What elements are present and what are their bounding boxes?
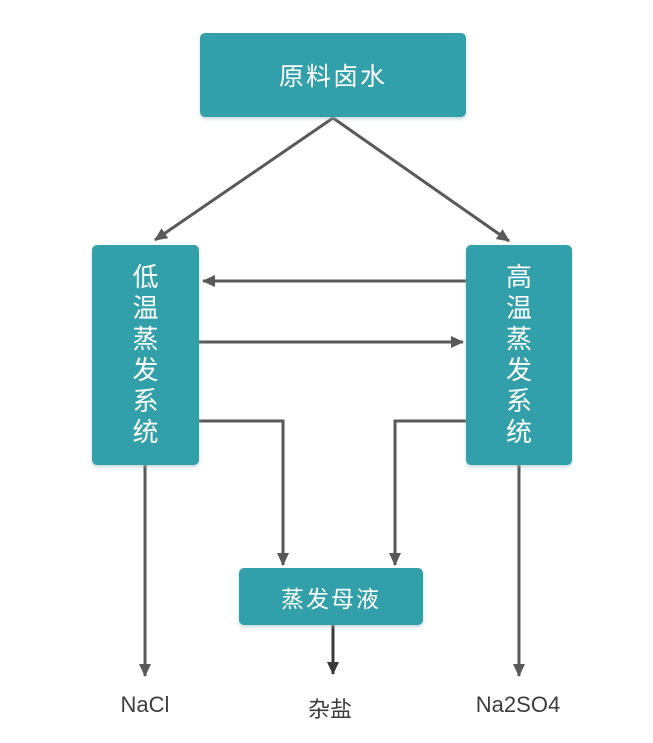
node-high-temp-evaporation: 高温蒸发系统 [466,245,572,465]
node-mother-liquor-label: 蒸发母液 [281,585,381,612]
node-high-temp-label: 高温蒸发系统 [505,262,532,447]
node-low-temp-evaporation: 低温蒸发系统 [92,245,199,465]
arrow-lowtemp-to-motherliquor [199,419,289,566]
arrow-source-to-lowtemp [154,116,334,242]
output-label-nacl: NaCl [120,692,170,717]
arrow-hightemp-to-motherliquor [389,419,466,566]
node-mother-liquor: 蒸发母液 [239,568,423,625]
node-source-brine: 原料卤水 [200,33,466,117]
output-label-na2so4: Na2SO4 [475,692,561,717]
node-low-temp-label: 低温蒸发系统 [132,262,159,447]
output-label-mixed-salt: 杂盐 [307,697,352,722]
arrow-source-to-hightemp [332,116,510,243]
node-source-label: 原料卤水 [278,63,387,91]
